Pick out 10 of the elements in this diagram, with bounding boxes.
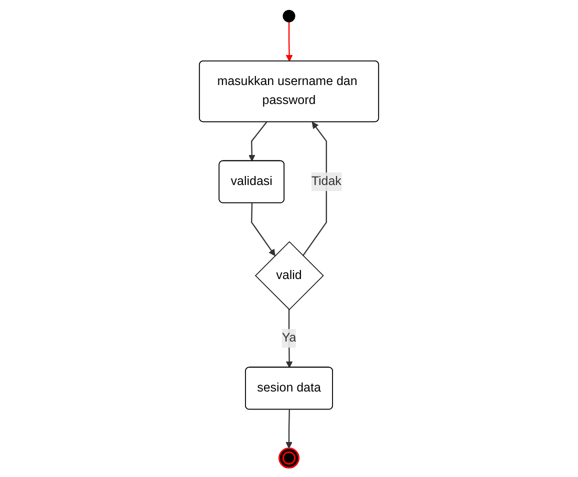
arrow xyxy=(251,202,276,256)
arrow xyxy=(286,309,293,368)
node-circle xyxy=(278,447,300,468)
edge-label: Tidak xyxy=(311,174,342,188)
node-circle xyxy=(282,9,296,22)
edge-label: Ya xyxy=(282,330,296,344)
arrow xyxy=(286,21,293,62)
node-diamond: valid xyxy=(254,240,324,310)
arrow xyxy=(286,409,292,448)
arrow xyxy=(248,121,268,161)
